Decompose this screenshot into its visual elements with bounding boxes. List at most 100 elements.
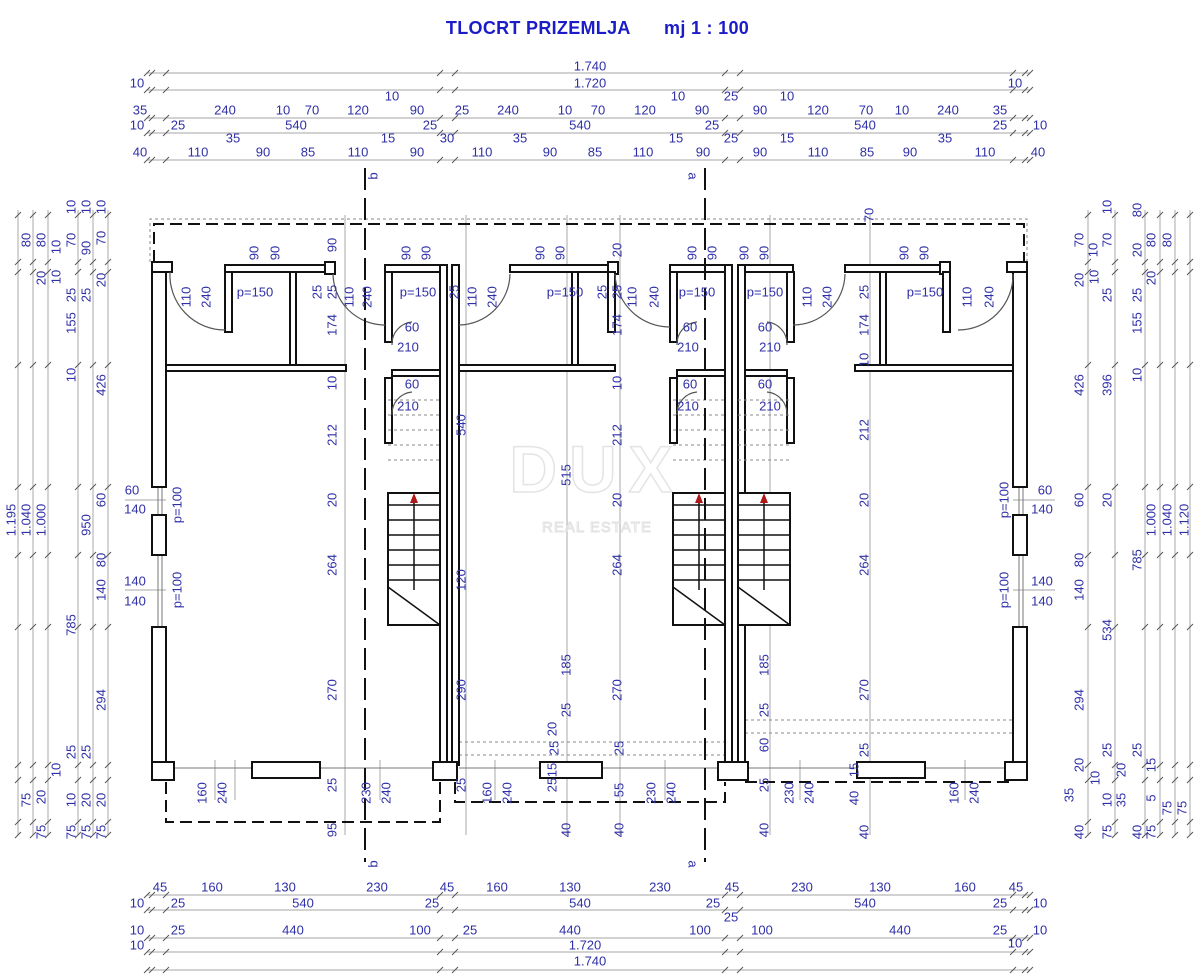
dimension-tick <box>1009 156 1017 164</box>
dimension-tick <box>451 948 459 956</box>
interior-dimension-label: 25 <box>546 741 561 755</box>
dimension-tick <box>721 86 729 94</box>
dimension-label: 90 <box>410 144 424 159</box>
dimension-tick <box>1021 966 1029 974</box>
dimension-tick <box>736 934 744 942</box>
dimension-tick <box>14 818 22 826</box>
side-dimension-label: 20 <box>1129 243 1144 257</box>
dimension-label: 540 <box>854 117 876 132</box>
side-dimension-label: 25 <box>1129 743 1144 757</box>
dimension-tick <box>1186 551 1194 559</box>
dimension-tick <box>1021 114 1029 122</box>
wall <box>1012 626 1028 780</box>
dimension-tick <box>1021 69 1029 77</box>
dimension-tick <box>1186 623 1194 631</box>
side-dimension-label: 5 <box>1143 794 1158 801</box>
dimension-tick <box>14 211 22 219</box>
wall <box>384 264 441 273</box>
dimension-tick <box>1026 129 1034 137</box>
door-swing-arc <box>676 321 698 346</box>
stair-winder <box>737 586 791 626</box>
door-dimension-label: 110 <box>341 287 356 308</box>
dimension-label: 10 <box>276 102 290 117</box>
interior-dimension-label: 174 <box>856 314 871 336</box>
opening-height-label: p=150 <box>679 284 716 299</box>
door-dimension-label: 110 <box>624 287 639 308</box>
window-dimension-label: 140 <box>124 501 146 516</box>
side-dimension-label: 75 <box>1159 801 1174 815</box>
dimension-tick <box>1026 86 1034 94</box>
interior-dimension-label: 290 <box>453 679 468 701</box>
dimension-label: 10 <box>130 922 144 937</box>
dimension-label: 10 <box>1033 895 1047 910</box>
window-dimension-label: 140 <box>1031 593 1053 608</box>
dimension-tick <box>451 966 459 974</box>
dimension-label: 10 <box>671 88 685 103</box>
dimension-label: 130 <box>869 879 891 894</box>
window-dimension-label: 140 <box>124 593 146 608</box>
opening-width-label: 90 <box>916 246 931 260</box>
dimension-tick <box>14 623 22 631</box>
wall <box>786 377 795 444</box>
dimension-tick <box>1171 258 1179 266</box>
dimension-tick <box>1111 268 1119 276</box>
terrace-outline-left <box>165 782 441 823</box>
interior-dimension-label: 25 <box>453 778 468 792</box>
dimension-tick <box>1171 818 1179 826</box>
side-dimension-label: 10 <box>1099 200 1114 214</box>
dimension-label: 10 <box>1008 935 1022 950</box>
interior-dimension-label: 160 <box>194 782 209 804</box>
wall <box>669 377 678 444</box>
dimension-tick <box>148 906 156 914</box>
section-marker-a-bottom: a <box>686 860 701 868</box>
interior-dimension-label: 40 <box>846 791 861 805</box>
dimension-label: 70 <box>591 102 605 117</box>
dimension-tick <box>1026 891 1034 899</box>
dimension-tick <box>1026 114 1034 122</box>
dimension-tick <box>1156 818 1164 826</box>
opening-width-label: 90 <box>756 246 771 260</box>
side-dimension-label: 70 <box>93 231 108 245</box>
dimension-tick <box>1009 114 1017 122</box>
dimension-label: 25 <box>993 117 1007 132</box>
dimension-label: 10 <box>130 895 144 910</box>
wc-door-label: 210 <box>397 339 419 354</box>
dimension-tick <box>1171 776 1179 784</box>
side-dimension-label: 10 <box>1099 793 1114 807</box>
dimension-tick <box>14 483 22 491</box>
side-dimension-label: 10 <box>78 200 93 214</box>
dimension-label: 10 <box>130 75 144 90</box>
dimension-label: 110 <box>975 144 996 159</box>
dimension-label: 120 <box>634 102 656 117</box>
side-dimension-label: 1.040 <box>18 504 33 537</box>
door-dimension-label: 240 <box>981 286 996 308</box>
opening-height-label: p=150 <box>237 284 274 299</box>
dimension-label: 45 <box>1009 879 1023 894</box>
dimension-tick <box>1186 361 1194 369</box>
side-dimension-label: 155 <box>1129 312 1144 334</box>
dimension-tick <box>1026 934 1034 942</box>
dimension-tick <box>14 776 22 784</box>
roof-and-terrace-outlines <box>149 218 1028 823</box>
dimension-tick <box>436 69 444 77</box>
interior-dimension-label: 25 <box>558 703 573 717</box>
dimension-tick <box>148 948 156 956</box>
interior-dimension-label: 515 <box>558 464 573 486</box>
wall <box>151 514 167 556</box>
dimension-tick <box>451 891 459 899</box>
dimension-tick <box>148 891 156 899</box>
dimension-tick <box>736 69 744 77</box>
interior-dimension-label: 264 <box>609 554 624 576</box>
wall <box>676 369 726 377</box>
wall <box>289 271 297 366</box>
dimension-tick <box>451 906 459 914</box>
dimension-label: 160 <box>954 879 976 894</box>
door-swing-arc <box>391 391 413 416</box>
side-dimension-label: 75 <box>78 825 93 839</box>
dimension-label: 440 <box>889 922 911 937</box>
side-dimension-label: 426 <box>1071 374 1086 396</box>
interior-dimension-label: 25 <box>756 778 771 792</box>
dimension-label: 110 <box>633 144 654 159</box>
opening-height-label: p=150 <box>547 284 584 299</box>
interior-dimension-label: 240 <box>663 782 678 804</box>
